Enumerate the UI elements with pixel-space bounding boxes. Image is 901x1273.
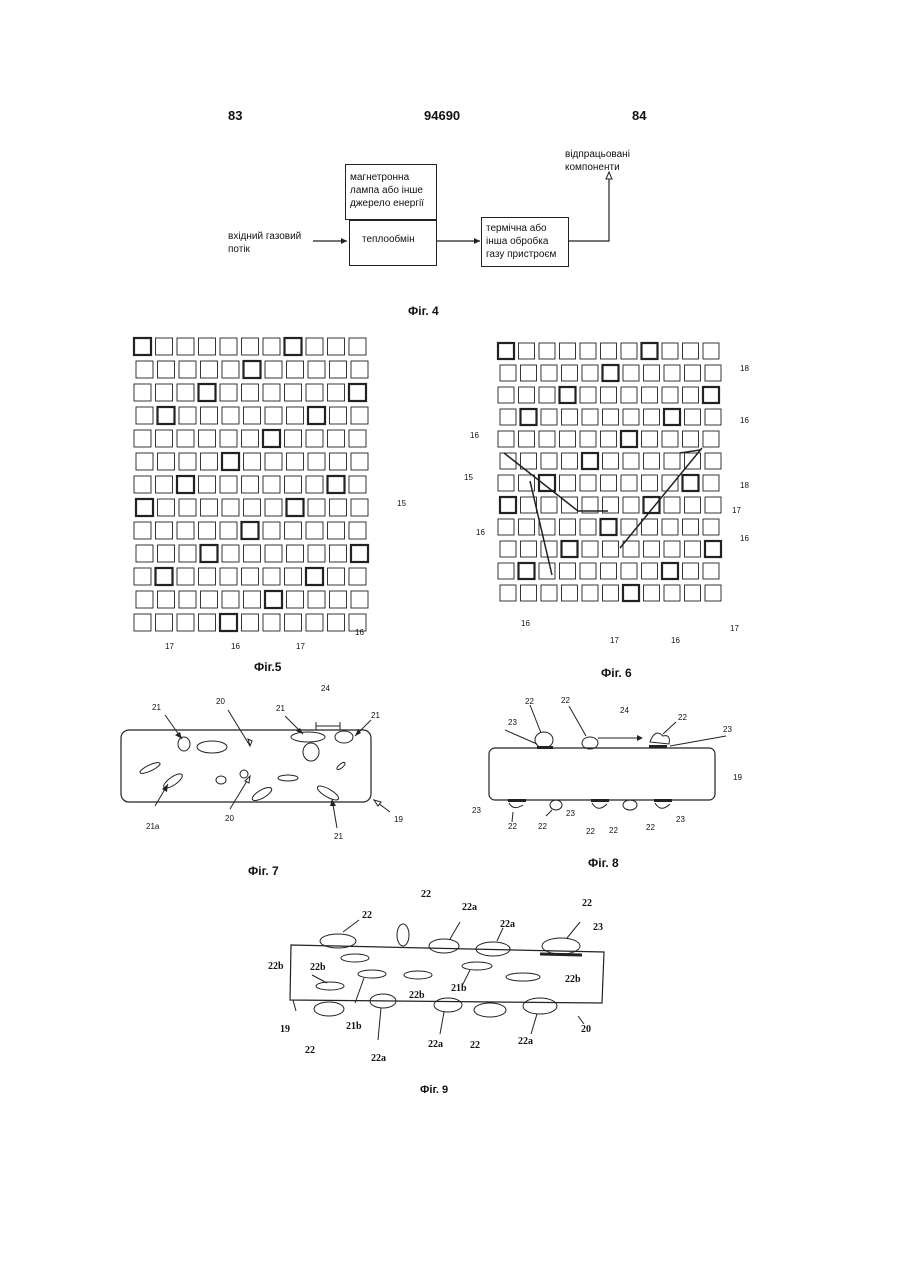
fig9-caption: Фіг. 9 [420, 1084, 448, 1096]
fig9-label-h: 22b [310, 962, 326, 973]
fig9-label-g: 22b [268, 961, 284, 972]
fig9-label-l: 21b [346, 1021, 362, 1032]
fig9-label-m: 19 [280, 1024, 290, 1035]
fig9-label-d: 22a [500, 919, 515, 930]
fig9-label-n: 22 [305, 1045, 315, 1056]
fig9-label-i: 21b [451, 983, 467, 994]
fig9-label-c: 22a [462, 902, 477, 913]
fig9-label-r: 22a [518, 1036, 533, 1047]
fig9-label-o: 22a [371, 1053, 386, 1064]
fig9-label-s: 20 [581, 1024, 591, 1035]
fig9-label-j: 22b [409, 990, 425, 1001]
fig9-label-a: 22 [362, 910, 372, 921]
fig9-label-f: 23 [593, 922, 603, 933]
fig9-label-q: 22 [470, 1040, 480, 1051]
fig9-label-e: 22 [582, 898, 592, 909]
fig9-label-p: 22a [428, 1039, 443, 1050]
fig9-label-b: 22 [421, 889, 431, 900]
fig9-label-k: 22b [565, 974, 581, 985]
